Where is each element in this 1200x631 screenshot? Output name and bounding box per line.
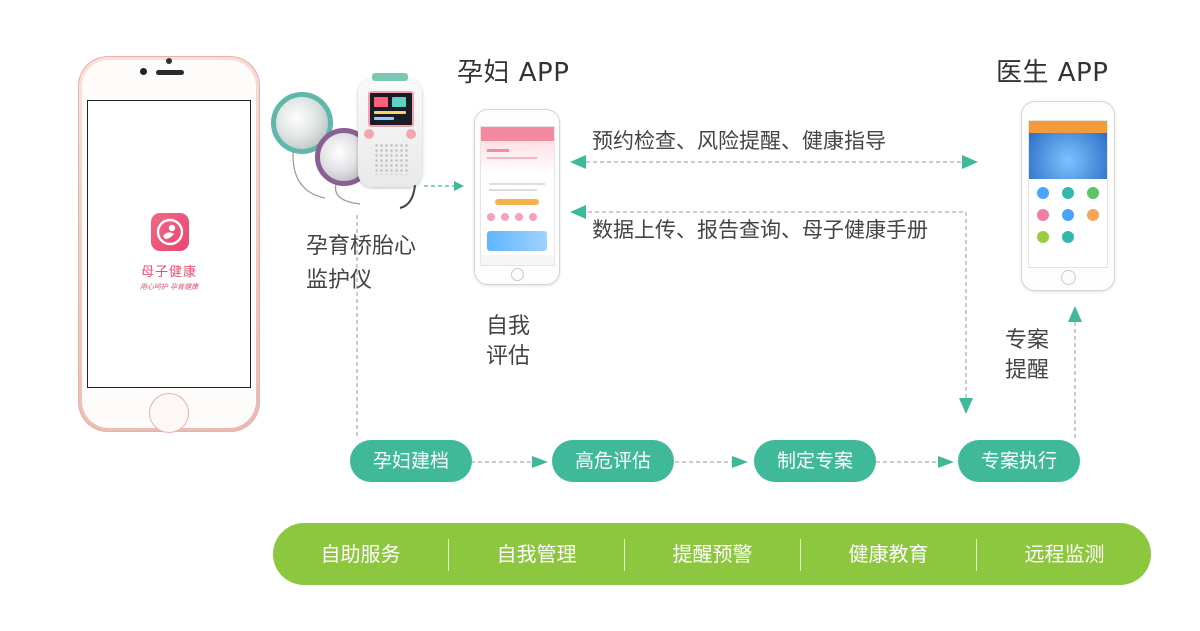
divider	[624, 539, 625, 571]
mother-app-screen	[480, 126, 555, 266]
divider	[976, 539, 977, 571]
process-node-high-risk-assessment: 高危评估	[552, 440, 674, 482]
process-node-make-case: 制定专案	[754, 440, 876, 482]
device-screen	[368, 91, 414, 127]
home-button	[149, 393, 189, 433]
device-button	[406, 129, 416, 139]
service-remote-monitoring: 远程监测	[1024, 542, 1105, 566]
home-button	[1061, 270, 1076, 285]
mother-app-phone	[474, 109, 560, 285]
process-node-case-execution: 专案执行	[958, 440, 1080, 482]
phone-camera	[166, 58, 172, 64]
divider	[800, 539, 801, 571]
mother-app-title: 孕妇 APP	[457, 58, 570, 88]
doctor-app-phone	[1021, 101, 1115, 291]
service-self-management: 自我管理	[496, 542, 577, 566]
self-assessment-label: 自我 评估	[486, 314, 531, 369]
device-label: 孕育桥胎心 监护仪	[306, 234, 417, 293]
home-button	[511, 268, 524, 281]
phone-speaker	[156, 70, 184, 75]
phone-front-camera	[140, 68, 147, 75]
device-clip	[372, 73, 408, 81]
device-button	[364, 129, 374, 139]
splash-screen: 母子健康 用心呵护 孕育健康	[87, 100, 251, 388]
case-reminder-label: 专案 提醒	[1005, 328, 1050, 383]
to-doctor-label: 数据上传、报告查询、母子健康手册	[592, 218, 928, 242]
app-name: 母子健康	[140, 265, 197, 280]
app-logo-icon	[151, 213, 189, 251]
divider	[448, 539, 449, 571]
service-reminder-warning: 提醒预警	[672, 542, 753, 566]
fetal-monitor-device	[358, 73, 422, 187]
doctor-app-title: 医生 APP	[996, 58, 1109, 88]
service-health-education: 健康教育	[848, 542, 929, 566]
service-bar: 自助服务 自我管理 提醒预警 健康教育 远程监测	[273, 523, 1151, 585]
to-mother-label: 预约检查、风险提醒、健康指导	[592, 129, 886, 153]
doctor-app-screen	[1028, 120, 1108, 268]
device-speaker-grill	[374, 143, 408, 175]
service-self-service: 自助服务	[320, 542, 401, 566]
phone-mockup: 母子健康 用心呵护 孕育健康	[78, 56, 260, 433]
app-slogan: 用心呵护 孕育健康	[139, 283, 199, 291]
process-node-pregnancy-file: 孕妇建档	[350, 440, 472, 482]
